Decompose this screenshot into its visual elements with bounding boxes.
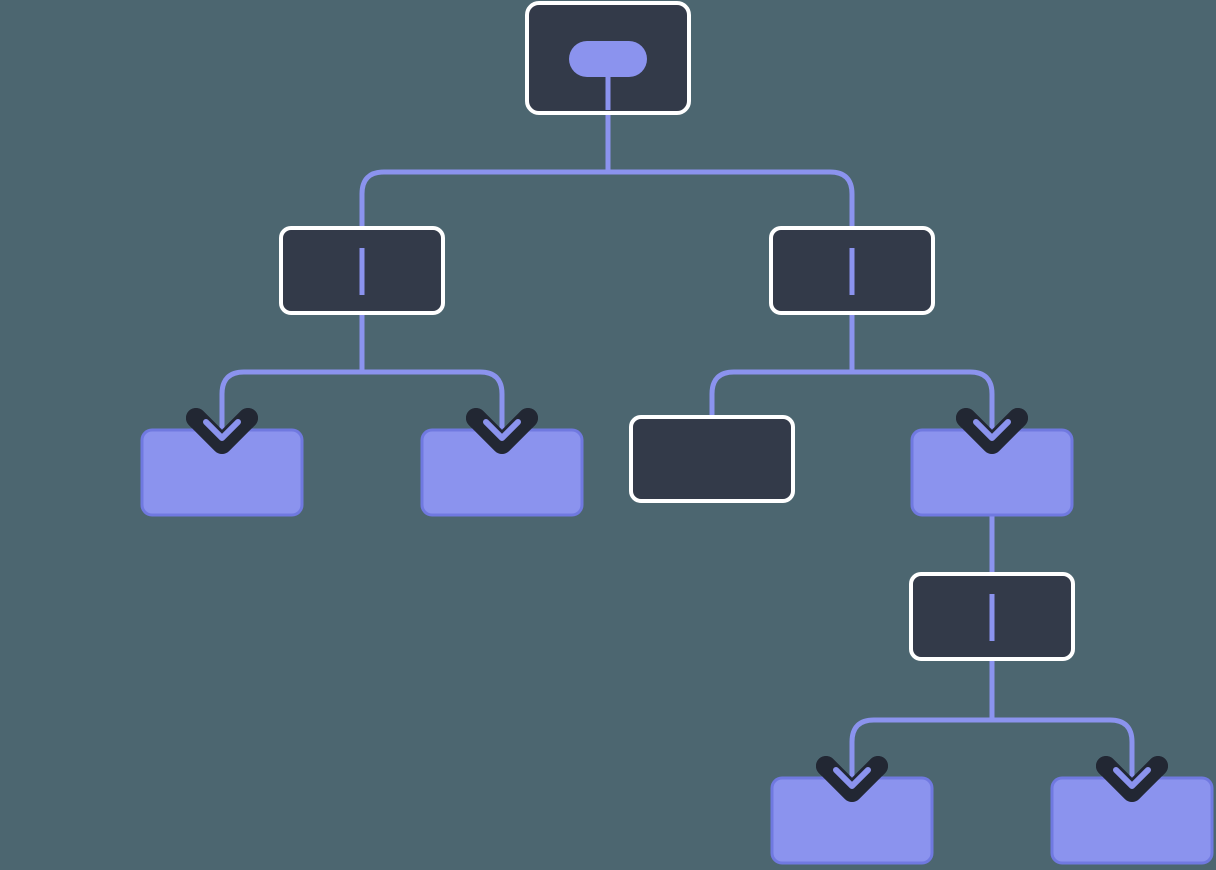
node-leaf-3[interactable]: [629, 415, 795, 503]
node-branch-right[interactable]: [769, 226, 935, 315]
edge-branch-right-to-leaf-3: [709, 369, 852, 417]
node-layer-purple: [140, 428, 1214, 865]
edge-root-to-branch-right: [608, 169, 855, 232]
edge-branch-right-to-leaf-4: [852, 369, 995, 430]
edge-branch-left-to-leaf-2: [362, 369, 505, 430]
edge-sub-branch-to-leaf-6: [992, 717, 1135, 778]
edge-sub-branch-to-leaf-5: [849, 717, 992, 778]
root-pill-marker: [569, 41, 647, 77]
edge-branch-left-to-leaf-1: [219, 369, 362, 430]
edge-root-to-branch-left: [359, 169, 608, 232]
node-leaf-3-shape[interactable]: [629, 415, 795, 503]
node-sub-branch[interactable]: [909, 572, 1075, 661]
node-branch-left[interactable]: [279, 226, 445, 315]
node-layer-dark: [279, 1, 1075, 661]
node-root[interactable]: [525, 1, 691, 115]
